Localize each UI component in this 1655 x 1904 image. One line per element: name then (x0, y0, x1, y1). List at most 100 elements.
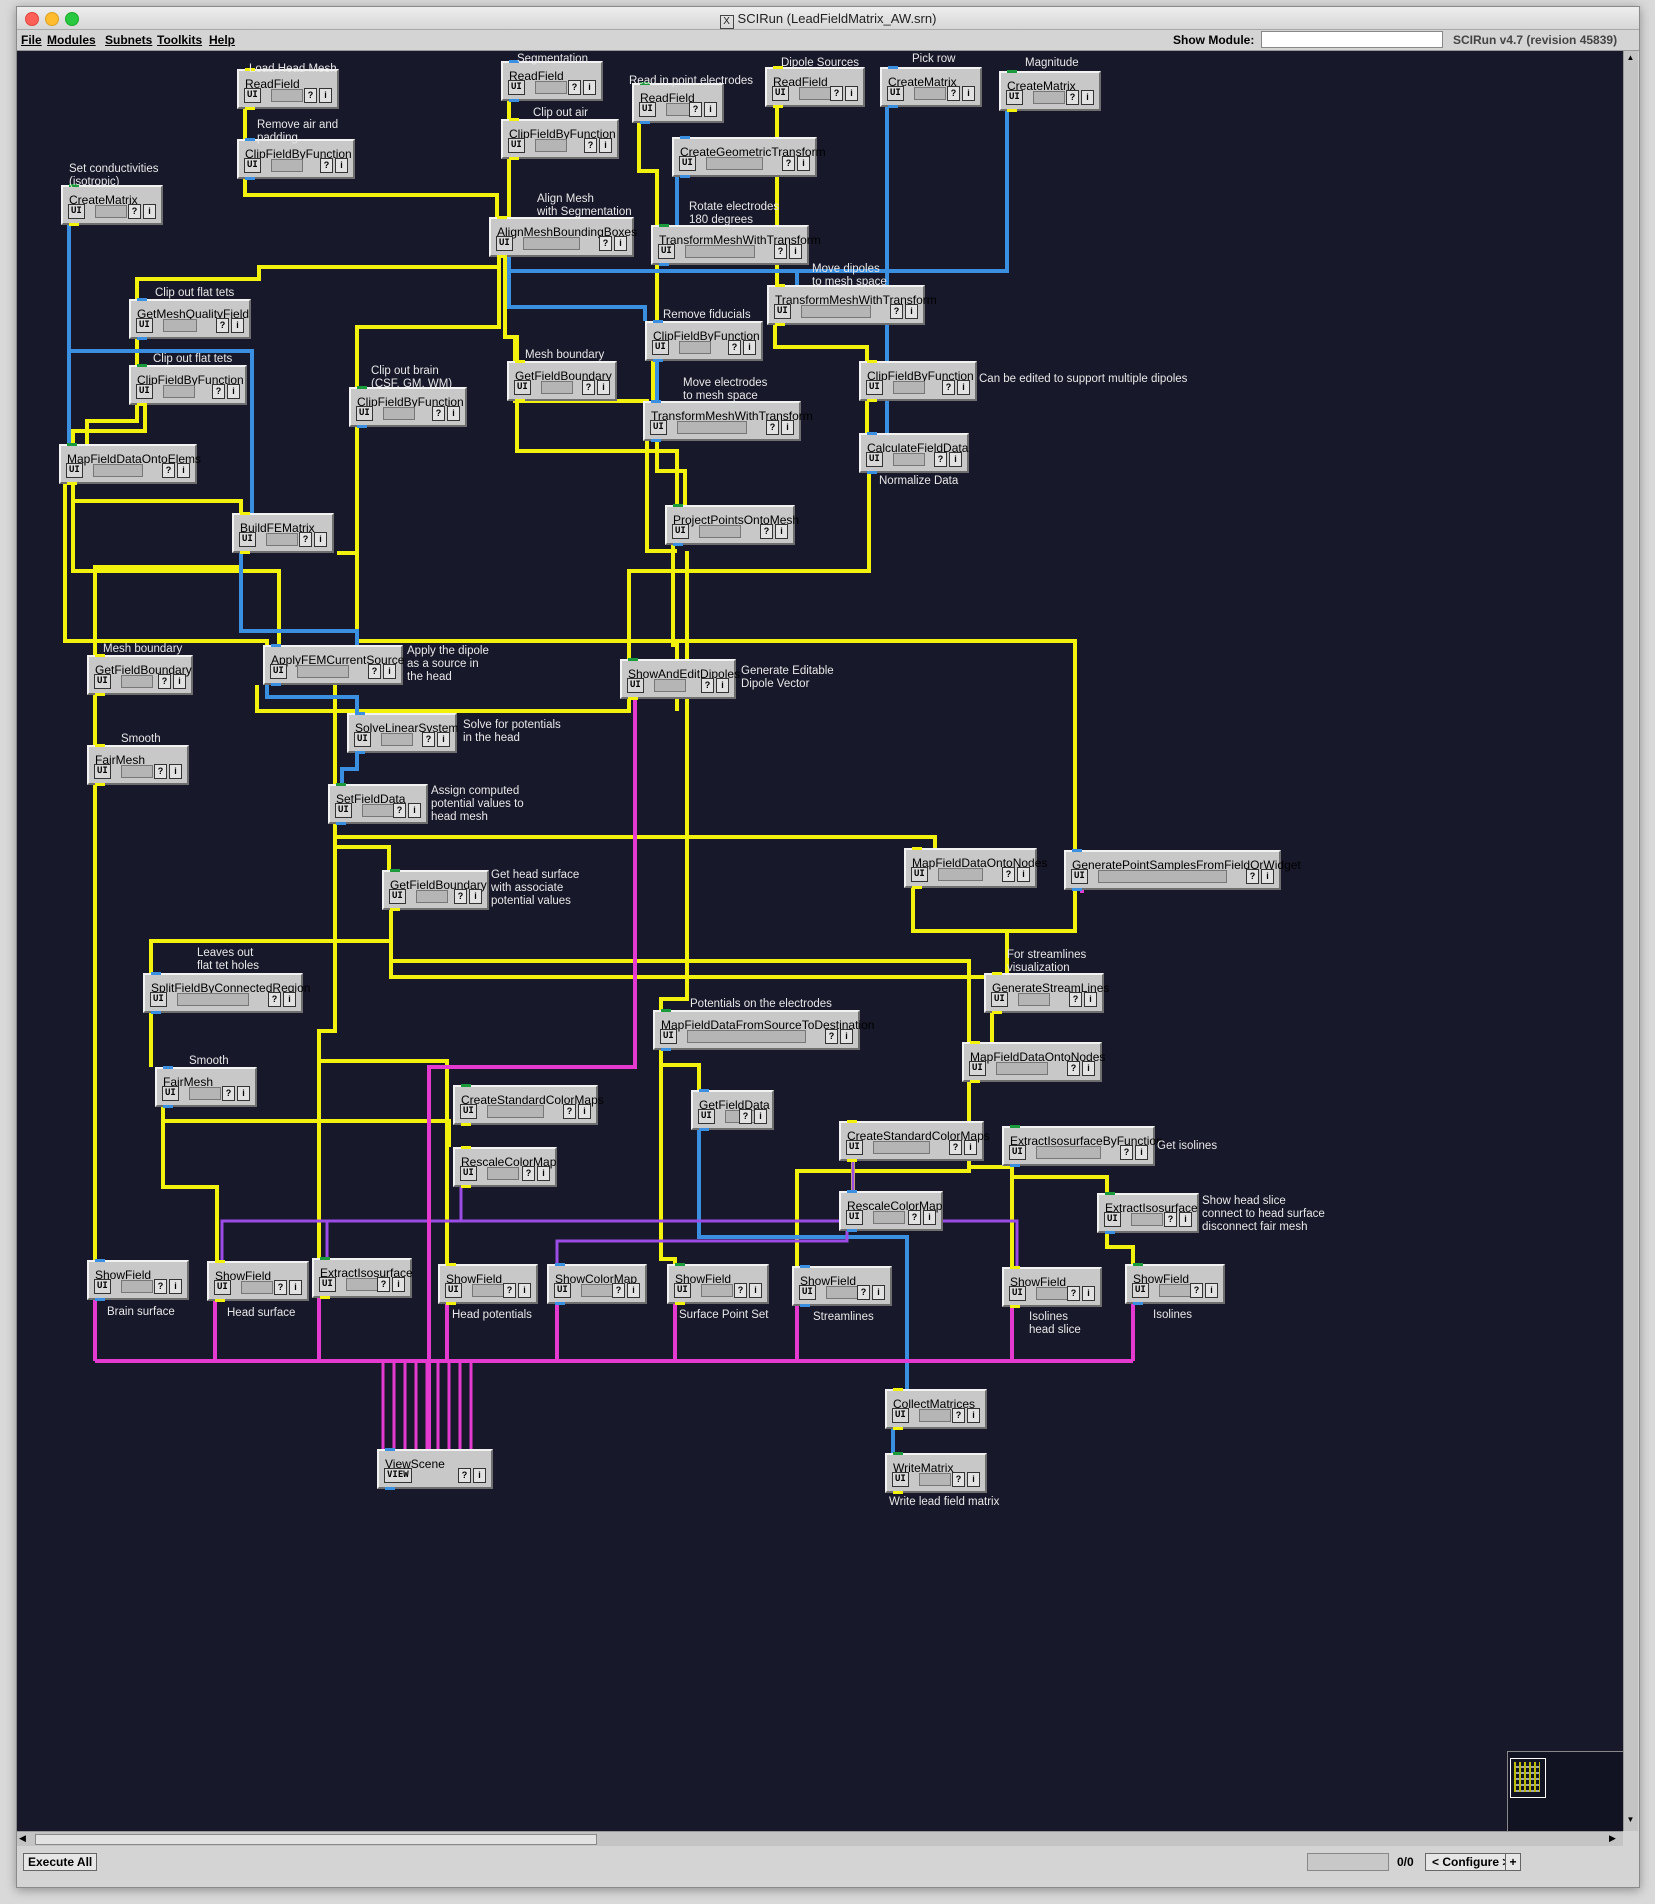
input-port[interactable] (1133, 1263, 1143, 1266)
connection-wire[interactable] (317, 831, 337, 1258)
module-ui-button[interactable]: UI (460, 1104, 477, 1119)
module-help-button[interactable]: ? (857, 1285, 870, 1300)
connection-wire[interactable] (1105, 1233, 1135, 1264)
module-help-button[interactable]: ? (952, 1408, 965, 1423)
output-port[interactable] (847, 1229, 857, 1232)
module-help-button[interactable]: ? (432, 406, 445, 421)
module-ui-button[interactable]: UI (136, 318, 153, 333)
input-port[interactable] (867, 360, 877, 363)
input-port[interactable] (1105, 1192, 1115, 1195)
connection-wire[interactable] (627, 473, 871, 659)
input-port[interactable] (675, 1263, 685, 1266)
output-port[interactable] (215, 1299, 225, 1302)
module-help-button[interactable]: ? (216, 318, 229, 333)
connection-wire[interactable] (265, 685, 359, 713)
input-port[interactable] (355, 712, 365, 715)
input-port[interactable] (1010, 1125, 1020, 1128)
input-port[interactable] (95, 654, 105, 657)
module-ui-button[interactable]: UI (866, 452, 883, 467)
connection-wire[interactable] (655, 441, 687, 505)
input-port[interactable] (847, 1120, 857, 1123)
input-port[interactable] (515, 360, 525, 363)
module-help-button[interactable]: ? (368, 664, 381, 679)
connection-wire[interactable] (697, 1130, 909, 1389)
module-ui-button[interactable]: UI (799, 1285, 816, 1300)
connection-wire[interactable] (659, 1050, 701, 1090)
input-port[interactable] (151, 972, 161, 975)
module-help-button[interactable]: ? (766, 420, 779, 435)
module-info-button[interactable]: i (614, 236, 627, 251)
module-help-button[interactable]: ? (1066, 90, 1079, 105)
execute-all-button[interactable]: Execute All (23, 1853, 98, 1871)
module-help-button[interactable]: ? (162, 463, 175, 478)
module-help-button[interactable]: ? (222, 1086, 235, 1101)
module-info-button[interactable]: i (962, 86, 975, 101)
network-note[interactable]: Segmentation (517, 53, 588, 65)
module-ui-button[interactable]: UI (911, 867, 928, 882)
network-note[interactable]: Potentials on the electrodes (690, 998, 832, 1010)
input-port[interactable] (95, 744, 105, 747)
module-info-button[interactable]: i (1261, 869, 1274, 884)
output-port[interactable] (69, 223, 79, 226)
module-ui-button[interactable]: UI (1071, 869, 1088, 884)
module-ui-button[interactable]: UI (244, 88, 261, 103)
module-help-button[interactable]: ? (584, 138, 597, 153)
input-port[interactable] (1007, 70, 1017, 73)
network-note[interactable]: Move electrodes to mesh space (683, 377, 768, 402)
input-port[interactable] (867, 432, 877, 435)
module-info-button[interactable]: i (845, 86, 858, 101)
module-help-button[interactable]: ? (320, 158, 333, 173)
network-note[interactable]: Leaves out flat tet holes (197, 947, 260, 972)
network-note[interactable]: Apply the dipole as a source in the head (407, 645, 489, 683)
input-port[interactable] (800, 1265, 810, 1268)
module-ui-button[interactable]: UI (162, 1086, 179, 1101)
module-help-button[interactable]: ? (563, 1104, 576, 1119)
connection-wire[interactable] (659, 1050, 677, 1264)
module-help-button[interactable]: ? (582, 380, 595, 395)
connection-wire[interactable] (161, 1107, 451, 1147)
module-info-button[interactable]: i (905, 304, 918, 319)
module-help-button[interactable]: ? (268, 992, 281, 1007)
input-port[interactable] (628, 658, 638, 661)
connection-wire[interactable] (773, 325, 869, 361)
connection-wire[interactable] (243, 179, 499, 217)
module-ui-button[interactable]: UI (514, 380, 531, 395)
input-port[interactable] (336, 783, 346, 786)
module-info-button[interactable]: i (227, 384, 240, 399)
module-help-button[interactable]: ? (158, 674, 171, 689)
input-port[interactable] (69, 184, 79, 187)
menu-subnets[interactable]: Subnets (105, 33, 153, 47)
module-ui-button[interactable]: UI (698, 1109, 715, 1124)
module-help-button[interactable]: ? (701, 678, 714, 693)
module-info-button[interactable]: i (949, 452, 962, 467)
connection-wire[interactable] (220, 1187, 463, 1261)
module-ui-button[interactable]: UI (1009, 1145, 1026, 1160)
output-port[interactable] (137, 337, 147, 340)
input-port[interactable] (357, 386, 367, 389)
module-ui-button[interactable]: UI (991, 992, 1008, 1007)
output-port[interactable] (245, 177, 255, 180)
connection-wire[interactable] (69, 349, 254, 513)
input-port[interactable] (137, 364, 147, 367)
module-help-button[interactable]: ? (522, 1166, 535, 1181)
network-note[interactable]: Show head slice connect to head surface … (1202, 1195, 1325, 1233)
output-port[interactable] (970, 1080, 980, 1083)
module-ui-button[interactable]: UI (672, 524, 689, 539)
module-help-button[interactable]: ? (908, 1210, 921, 1225)
connection-wire[interactable] (255, 685, 631, 713)
module-ui-button[interactable]: UI (445, 1283, 462, 1298)
network-note[interactable]: Remove air and padding (257, 119, 339, 144)
module-ui-button[interactable]: UI (846, 1140, 863, 1155)
input-port[interactable] (970, 1041, 980, 1044)
network-note[interactable]: Head surface (227, 1307, 296, 1319)
